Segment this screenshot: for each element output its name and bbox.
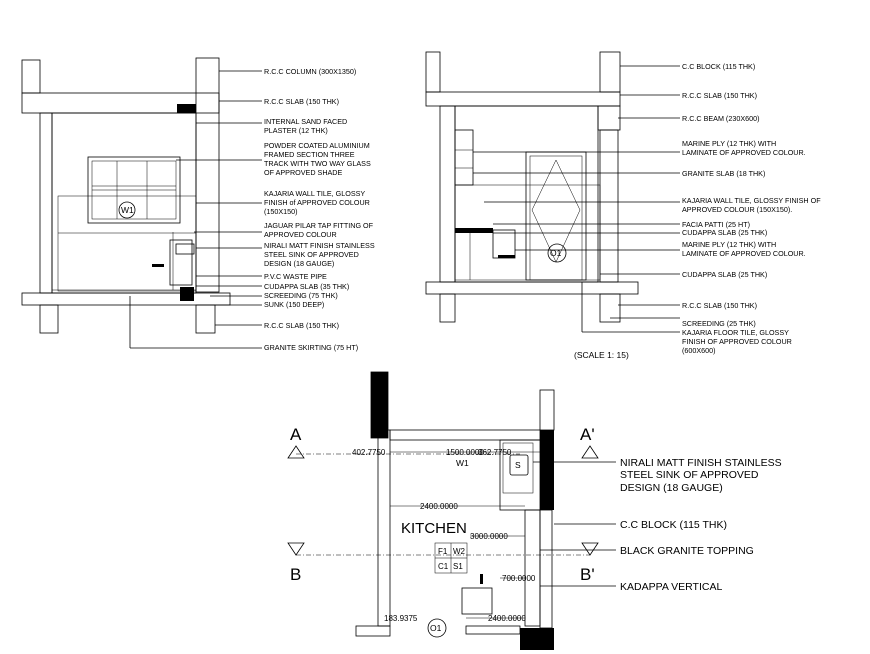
left-label-12: APPROVED COLOUR: [264, 230, 337, 239]
right-label-2: R.C.C BEAM (230X600): [682, 114, 760, 123]
door-tag-circle: [547, 243, 567, 263]
left-label-17: CUDAPPA SLAB (35 THK): [264, 282, 349, 291]
window-tag-circle: [118, 201, 136, 219]
tag-w2: W2: [453, 547, 466, 556]
room-name: KITCHEN: [401, 520, 467, 537]
tag-c1: C1: [438, 562, 449, 571]
left-label-1: R.C.C SLAB (150 THK): [264, 97, 339, 106]
plan-door-tag: O1: [430, 623, 442, 633]
right-label-11: LAMINATE OF APPROVED COLOUR.: [682, 249, 806, 258]
dim-1: 1500.0000: [446, 448, 484, 457]
right-label-9: CUDAPPA SLAB (25 THK): [682, 228, 767, 237]
left-label-2: INTERNAL SAND FACED: [264, 117, 347, 126]
dim-5: 700.0000: [502, 574, 536, 583]
plan-door-tag-circle: [427, 618, 447, 638]
window-tag: W1: [121, 205, 134, 215]
dim-4: 3000.0000: [470, 532, 508, 541]
left-label-8: KAJARIA WALL TILE, GLOSSY: [264, 189, 365, 198]
right-label-1: R.C.C SLAB (150 THK): [682, 91, 757, 100]
tag-s1: S1: [453, 562, 463, 571]
left-label-14: STEEL SINK OF APPROVED: [264, 250, 359, 259]
left-label-6: TRACK WITH TWO WAY GLASS: [264, 159, 371, 168]
dim-6: 2400.0000: [488, 614, 526, 623]
plan-window-tag: W1: [456, 458, 469, 468]
tag-f1: F1: [438, 547, 448, 556]
left-label-5: FRAMED SECTION THREE: [264, 150, 355, 159]
dim-2: 362.7750: [478, 448, 512, 457]
left-label-0: R.C.C COLUMN (300X1350): [264, 67, 356, 76]
plan-label-4: BLACK GRANITE TOPPING: [620, 545, 754, 557]
left-label-9: FINISH of APPROVED COLOUR: [264, 198, 370, 207]
section-mark-a2: A': [580, 425, 595, 444]
right-label-13: R.C.C SLAB (150 THK): [682, 301, 757, 310]
dim-3: 2400.0000: [420, 502, 458, 511]
right-label-7: APPROVED COLOUR (150X150).: [682, 205, 792, 214]
left-label-18: SCREEDING (75 THK): [264, 291, 338, 300]
kitchen-plan-drawing: S A A' B B' 402.7750 1500.0000 362.7750 …: [287, 371, 782, 650]
left-label-21: GRANITE SKIRTING (75 HT): [264, 343, 358, 352]
left-label-16: P.V.C WASTE PIPE: [264, 272, 327, 281]
right-label-17: (600X600): [682, 346, 716, 355]
right-label-4: LAMINATE OF APPROVED COLOUR.: [682, 148, 806, 157]
right-label-6: KAJARIA WALL TILE, GLOSSY FINISH OF: [682, 196, 821, 205]
plan-label-1: STEEL SINK OF APPROVED: [620, 469, 759, 481]
left-label-19: SUNK (150 DEEP): [264, 300, 324, 309]
sink-tag: S: [515, 460, 521, 470]
left-label-11: JAGUAR PILAR TAP FITTING OF: [264, 221, 374, 230]
left-label-10: (150X150): [264, 207, 298, 216]
right-label-5: GRANITE SLAB (18 THK): [682, 169, 765, 178]
plan-label-3: C.C BLOCK (115 THK): [620, 519, 727, 531]
right-label-3: MARINE PLY (12 THK) WITH: [682, 139, 776, 148]
section-mark-b: B: [290, 565, 301, 584]
left-label-15: DESIGN (18 GAUGE): [264, 259, 334, 268]
right-label-15: KAJARIA FLOOR TILE, GLOSSY: [682, 328, 789, 337]
right-section-drawing: O1 C.C BLOCK (115 THK) R.C.C SLAB (150 T…: [425, 51, 821, 360]
left-label-7: OF APPROVED SHADE: [264, 168, 342, 177]
left-label-3: PLASTER (12 THK): [264, 126, 328, 135]
section-mark-a: A: [290, 425, 302, 444]
section-mark-b2: B': [580, 565, 595, 584]
plan-label-2: DESIGN (18 GAUGE): [620, 482, 723, 494]
right-label-10: MARINE PLY (12 THK) WITH: [682, 240, 776, 249]
scale-label: (SCALE 1: 15): [574, 350, 629, 360]
right-label-12: CUDAPPA SLAB (25 THK): [682, 270, 767, 279]
left-label-4: POWDER COATED ALUMINIUM: [264, 141, 370, 150]
left-label-13: NIRALI MATT FINISH STAINLESS: [264, 241, 375, 250]
right-label-0: C.C BLOCK (115 THK): [682, 62, 755, 71]
left-section-drawing: W1 R.C.C COLUMN (300X1350) R.C.C SLAB (1…: [21, 57, 375, 352]
right-label-16: FINISH OF APPROVED COLOUR: [682, 337, 792, 346]
right-label-8: FACIA PATTI (25 HT): [682, 220, 750, 229]
plan-label-0: NIRALI MATT FINISH STAINLESS: [620, 457, 782, 469]
door-tag: O1: [550, 248, 562, 258]
dim-7: 183.9375: [384, 614, 418, 623]
right-label-14: SCREEDING (25 THK): [682, 319, 756, 328]
plan-label-5: KADAPPA VERTICAL: [620, 581, 722, 593]
dim-0: 402.7750: [352, 448, 386, 457]
left-label-20: R.C.C SLAB (150 THK): [264, 321, 339, 330]
